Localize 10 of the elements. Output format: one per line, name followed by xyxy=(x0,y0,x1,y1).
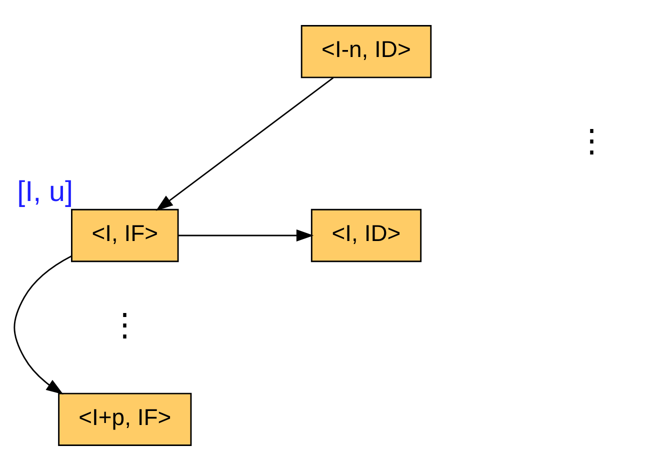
node-box: <I, IF> xyxy=(71,208,179,262)
label: ⋮ xyxy=(576,122,608,158)
arrow xyxy=(178,228,314,242)
node-label: [I, u] xyxy=(17,176,74,208)
node-box: <I-n, ID> xyxy=(300,24,432,78)
node-box: <I+p, IF> xyxy=(58,392,192,446)
node-box: <I, ID> xyxy=(310,208,422,262)
arrow xyxy=(156,76,334,210)
label: ⋮ xyxy=(108,306,141,342)
arrow xyxy=(14,254,72,394)
